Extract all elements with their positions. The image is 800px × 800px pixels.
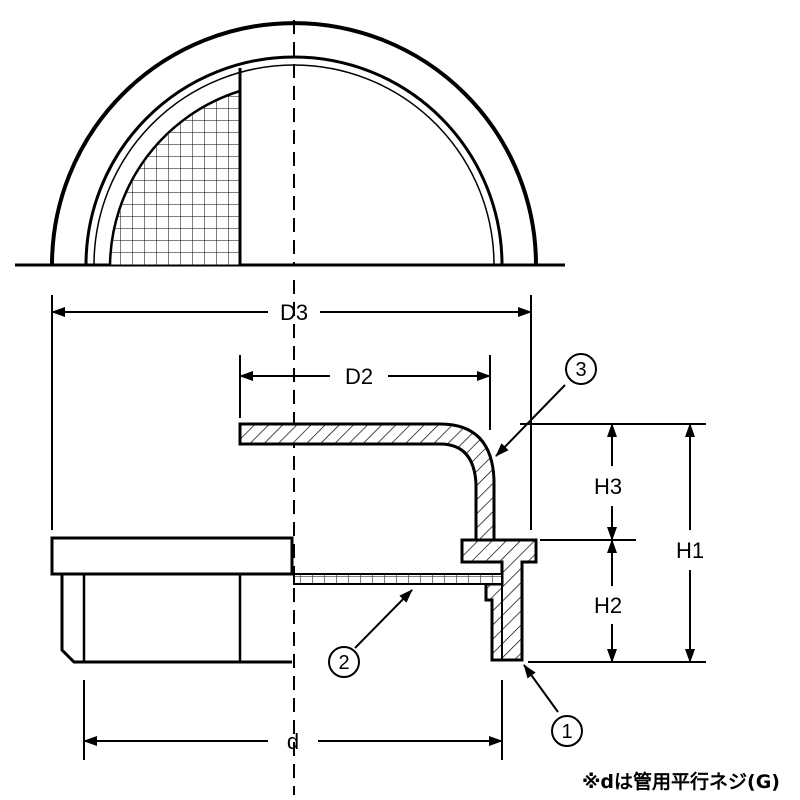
cover-guide [240, 65, 503, 265]
threaded-body-outline [60, 574, 292, 664]
callout-1-leader [523, 664, 559, 713]
top-view [15, 20, 565, 267]
callout-3-leader [495, 384, 566, 457]
callout-3-circle [565, 353, 597, 385]
callout-1-label: 1 [561, 721, 572, 743]
callout-1-circle [551, 715, 583, 747]
callout-3-label: 3 [575, 359, 586, 381]
label-h3: H3 [594, 474, 622, 499]
dimension-lines [51, 295, 706, 760]
label-d2: D2 [345, 364, 373, 389]
screen-section [293, 573, 503, 585]
label-h2: H2 [594, 593, 622, 618]
thread-note: ※dは管用平行ネジ(G) [582, 770, 780, 793]
section-view [50, 280, 538, 795]
label-d: d [287, 729, 299, 754]
label-h1: H1 [676, 538, 704, 563]
dome-inner-arc [84, 55, 504, 266]
label-d3: D3 [280, 300, 308, 325]
callout-2-label: 2 [338, 652, 349, 674]
mesh-edge-arc [108, 89, 241, 266]
callout-2-leader [354, 589, 413, 649]
callout-1: 1 [551, 715, 583, 747]
flange-plate [50, 536, 294, 576]
hood-section [238, 422, 496, 542]
callout-3: 3 [565, 353, 597, 385]
callout-2: 2 [328, 646, 360, 678]
callout-2-circle [328, 646, 360, 678]
mesh-screen [110, 91, 240, 265]
body-ring-section [460, 538, 538, 662]
